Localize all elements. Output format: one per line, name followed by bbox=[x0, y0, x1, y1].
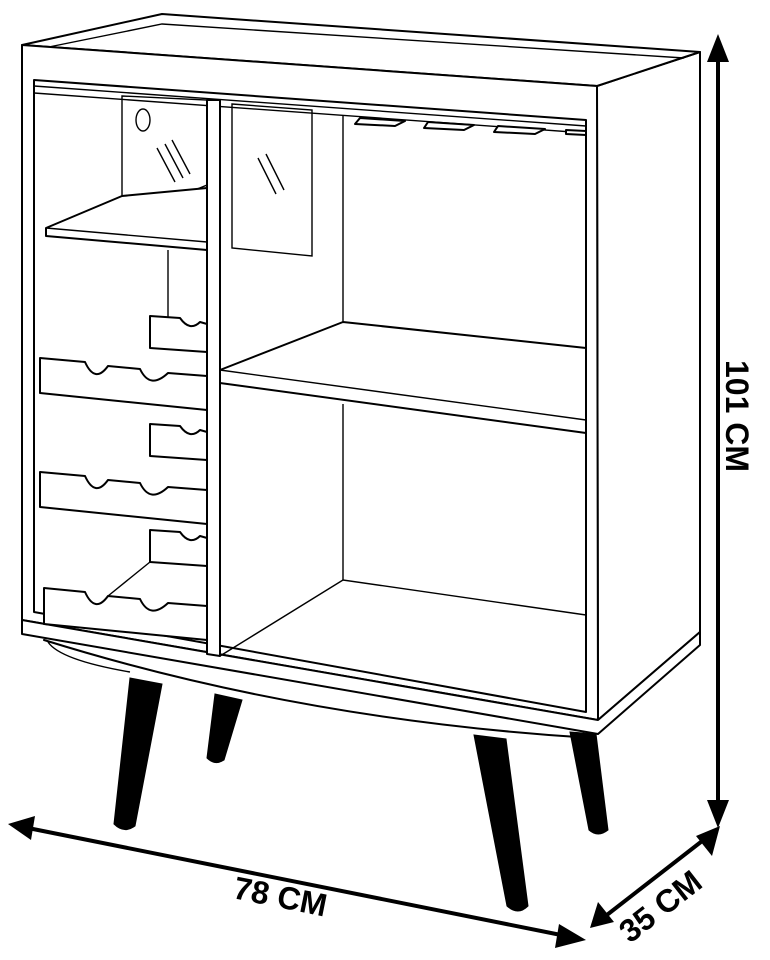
height-label: 101 CM bbox=[719, 360, 755, 472]
base-skirt bbox=[43, 639, 593, 739]
width-label: 78 CM bbox=[231, 870, 331, 924]
base-plinth bbox=[21, 619, 701, 735]
leg-front-right bbox=[473, 734, 529, 912]
wine-rack-3 bbox=[43, 529, 208, 641]
glass-panel-right bbox=[231, 103, 313, 257]
right-side-panel bbox=[596, 51, 701, 721]
middle-shelf bbox=[219, 321, 587, 434]
leg-front-left bbox=[113, 677, 163, 830]
mirror-knob bbox=[135, 108, 151, 132]
center-divider bbox=[206, 99, 221, 657]
cabinet-legs bbox=[113, 677, 609, 912]
height-dimension: 101 CM bbox=[707, 34, 755, 828]
stemware-rack bbox=[354, 117, 587, 136]
wine-rack-2 bbox=[39, 423, 208, 525]
leg-back-left bbox=[206, 693, 243, 764]
depth-dimension: 35 CM bbox=[590, 826, 720, 950]
leg-back-right bbox=[569, 731, 609, 835]
wine-rack-1 bbox=[39, 315, 208, 411]
upper-left-shelf bbox=[45, 187, 208, 251]
depth-label: 35 CM bbox=[612, 863, 708, 949]
glass-panel-left bbox=[121, 95, 208, 222]
cabinet-body bbox=[21, 13, 701, 739]
